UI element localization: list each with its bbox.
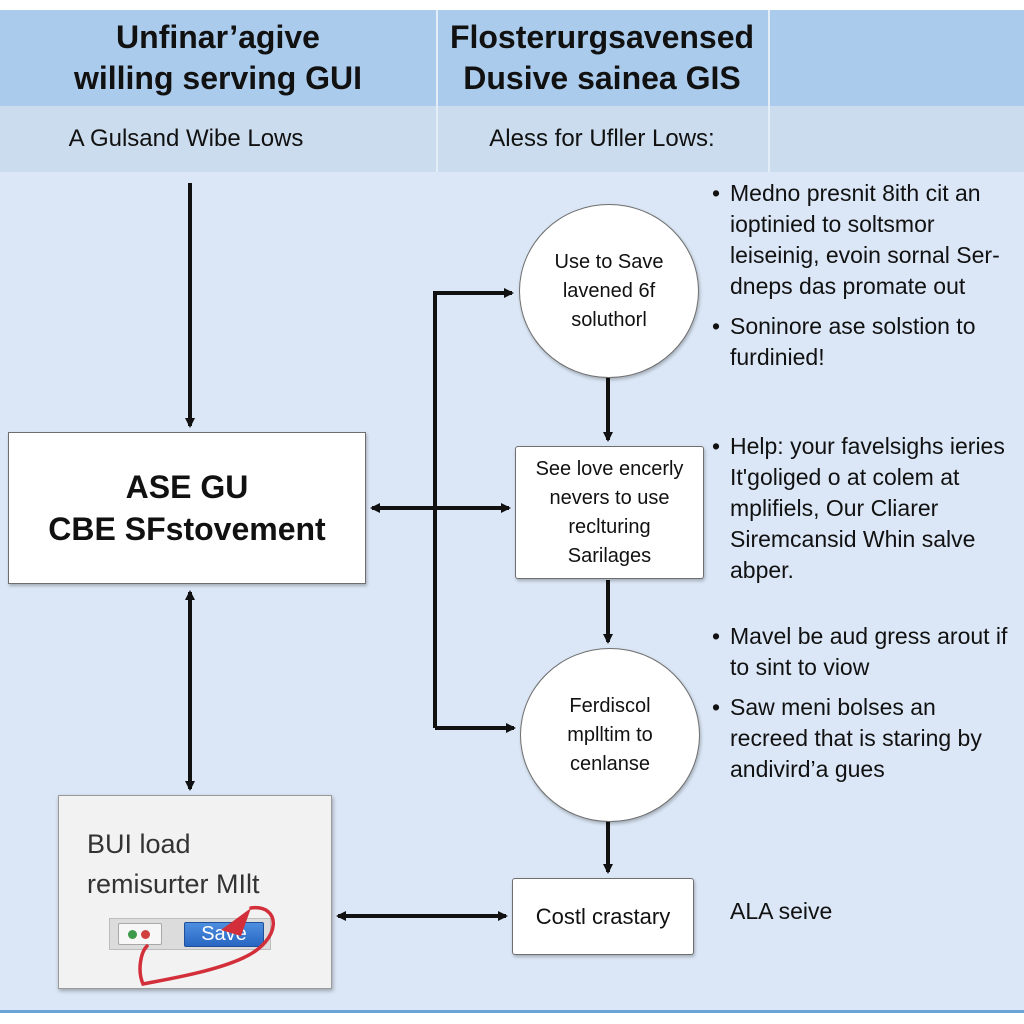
decision-circle: Ferdiscol mplltim to cenlanse (520, 648, 700, 822)
bullet-item: •Help: your favelsighs ieries It'goliged… (712, 431, 1005, 586)
left-column-title: Unfinar’agive willing serving GUI (73, 19, 363, 96)
bullet-text: Mavel be aud gress arout if to sint to v… (730, 623, 1008, 680)
red-dot-icon (141, 930, 150, 939)
column-divider (768, 10, 770, 172)
gui-preview-text: BUI load remisurter MIlt (87, 829, 260, 899)
arrow-loop-to-circle-top (433, 288, 514, 728)
bullet-item: •Saw meni bolses an recreed that is star… (712, 692, 1007, 785)
bottom-border (0, 1010, 1024, 1013)
bullet-item: •Mavel be aud gress arout if to sint to … (712, 621, 1007, 683)
column-divider (436, 10, 438, 172)
end-note: ALA seive (730, 898, 833, 924)
subheader-row (0, 106, 1024, 172)
green-dot-icon (128, 930, 137, 939)
notes-group-2: •Help: your favelsighs ieries It'goliged… (712, 431, 1005, 595)
left-column-subtitle: A Gulsand Wibe Lows (68, 125, 304, 152)
bullet-text: Help: your favelsighs ieries It'goliged … (730, 433, 1005, 583)
bullet-item: •Medno presnit 8ith cit an iоptinied to … (712, 178, 1000, 302)
bullet-text: Soninore ase solstion to furdinied! (730, 313, 976, 370)
bullet-item: •Soninore ase solstion to furdinied! (712, 311, 1000, 373)
gui-preview-panel: BUI load remisurter MIlt Save (58, 795, 332, 989)
notes-group-1: •Medno presnit 8ith cit an iоptinied to … (712, 178, 1000, 382)
right-column-subtitle: Aless for Ufller Lows: (489, 125, 715, 152)
right-column-title: Flosterurgsavensed Dusive sainea GIS (449, 19, 755, 96)
notes-group-3: •Mavel be aud gress arout if to sint to … (712, 621, 1007, 794)
bullet-text: Saw meni bolses an recreed that is stari… (730, 694, 982, 782)
status-icon-button[interactable] (118, 923, 162, 945)
gui-preview-toolbar: Save (109, 918, 271, 950)
highlight-circle-annotation (138, 906, 275, 986)
header-row (0, 10, 1024, 106)
save-button[interactable]: Save (184, 922, 264, 947)
main-process-box: ASE GU CBE SFstovement (8, 432, 366, 584)
end-box: Costl crastary (512, 878, 694, 955)
process-step-box: See love encerly nevers to use reclturin… (515, 446, 704, 579)
bullet-text: Medno presnit 8ith cit an iоptinied to s… (730, 180, 1000, 299)
save-step-circle: Use to Save lavened 6f soluthorl (519, 204, 699, 378)
